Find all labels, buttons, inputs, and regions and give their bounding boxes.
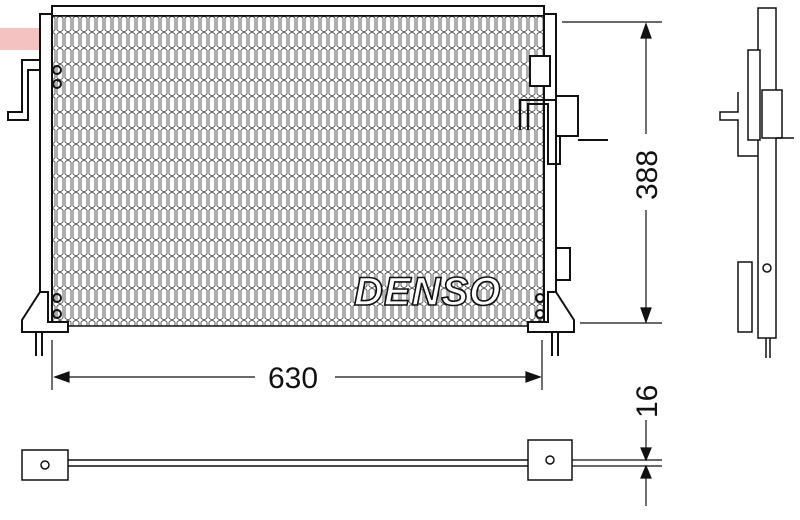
depth-dimension-lines <box>572 420 662 506</box>
front-view <box>7 5 608 356</box>
width-dimension-lines <box>51 340 543 390</box>
height-dimension: 388 <box>631 150 664 200</box>
brand-logo: DENSO <box>354 270 501 314</box>
width-dimension: 630 <box>268 362 318 395</box>
bottom-view <box>21 439 573 481</box>
height-dimension-lines <box>562 21 662 324</box>
side-view <box>719 7 794 358</box>
depth-dimension: 16 <box>631 385 664 418</box>
